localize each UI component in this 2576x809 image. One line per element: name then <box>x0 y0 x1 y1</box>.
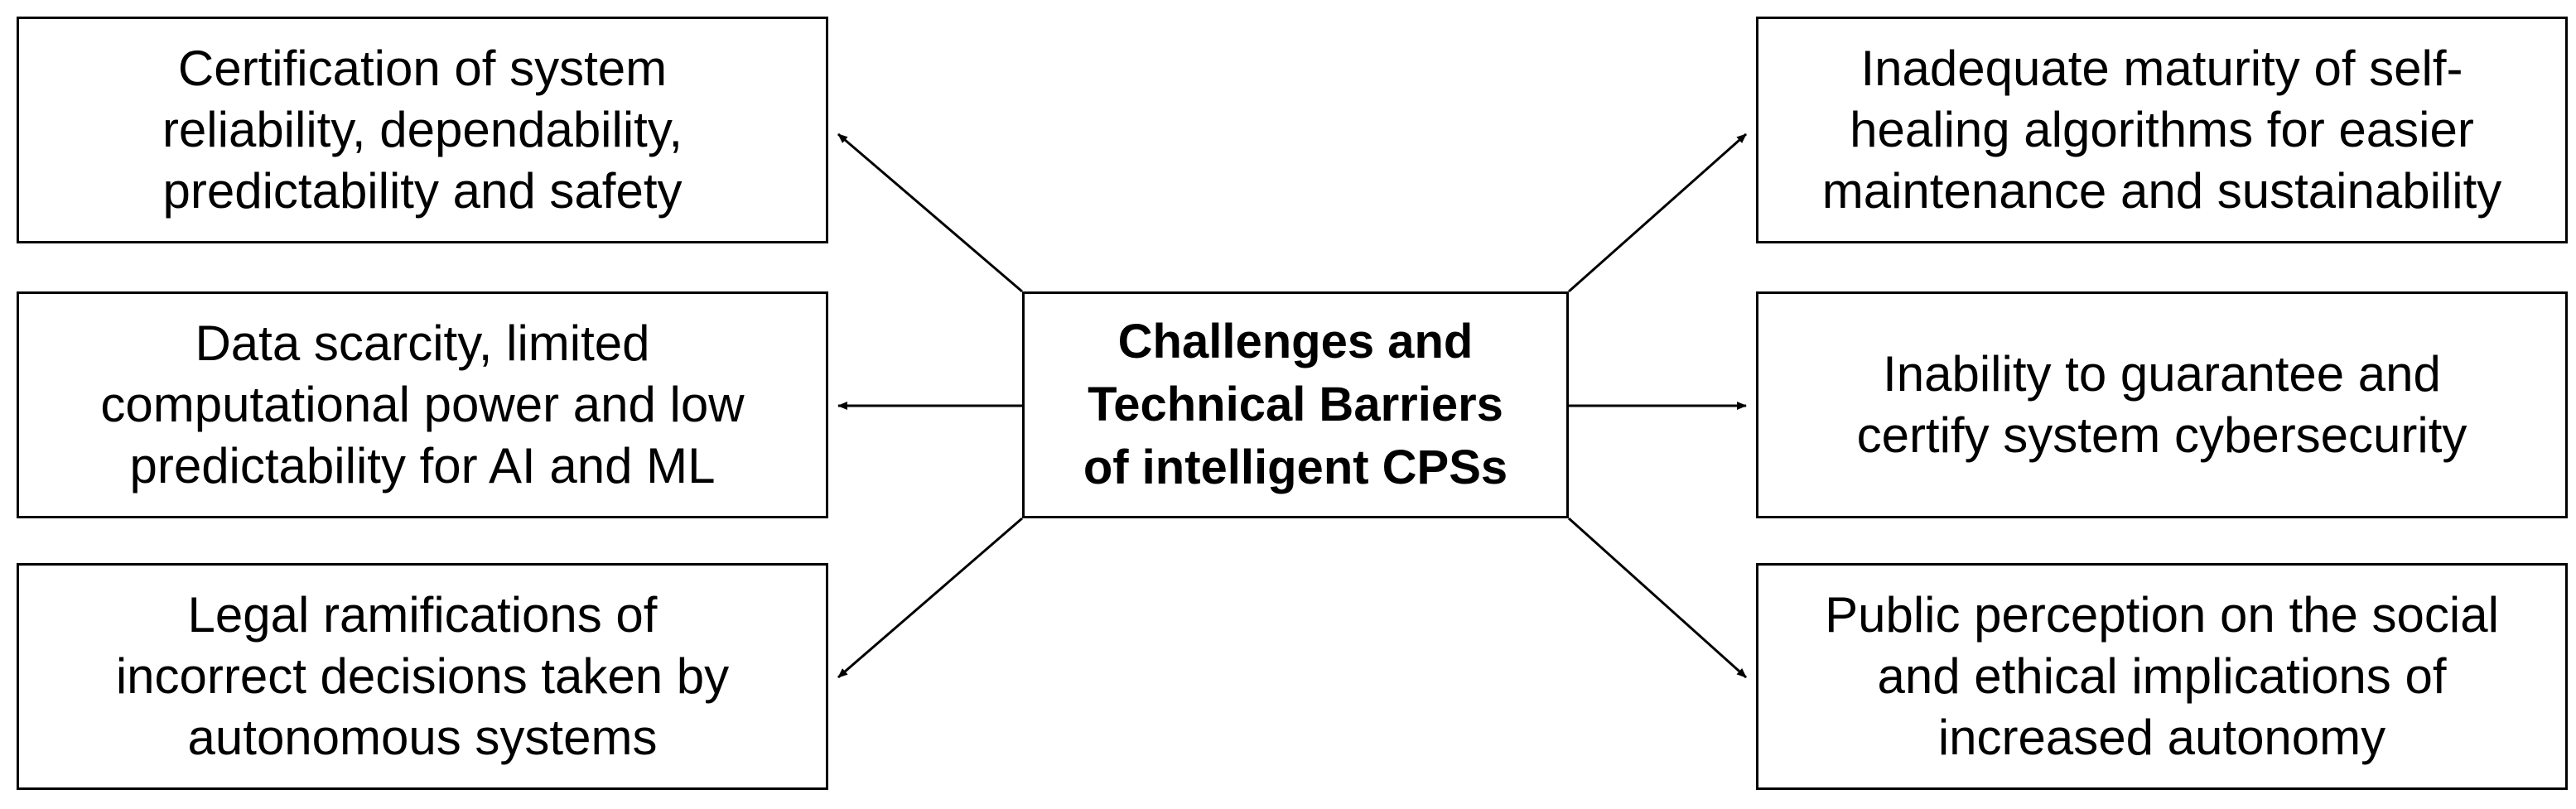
self-healing-label: Inadequate maturity of self- healing alg… <box>1821 41 2502 219</box>
data-scarcity-box: Data scarcity, limited computational pow… <box>17 291 828 518</box>
arrow-to-public-perception <box>1567 517 1748 679</box>
central-topic-label: Challenges and Technical Barriers of int… <box>1083 315 1508 494</box>
arrow-to-legal-ramifications <box>837 517 1023 679</box>
certification-label: Certification of system reliability, dep… <box>162 41 683 219</box>
legal-ramifications-label: Legal ramifications of incorrect decisio… <box>115 587 730 765</box>
data-scarcity-label: Data scarcity, limited computational pow… <box>100 315 745 494</box>
arrow-to-certification <box>837 132 1023 293</box>
public-perception-label: Public perception on the social and ethi… <box>1825 587 2499 765</box>
certification-box: Certification of system reliability, dep… <box>17 17 828 243</box>
public-perception-box: Public perception on the social and ethi… <box>1756 563 2568 790</box>
arrow-to-self-healing <box>1568 132 1747 293</box>
cybersecurity-box: Inability to guarantee and certify syste… <box>1756 291 2568 518</box>
central-topic-box: Challenges and Technical Barriers of int… <box>1022 291 1569 518</box>
self-healing-box: Inadequate maturity of self- healing alg… <box>1756 17 2568 243</box>
cybersecurity-label: Inability to guarantee and certify syste… <box>1856 346 2467 463</box>
legal-ramifications-box: Legal ramifications of incorrect decisio… <box>17 563 828 790</box>
